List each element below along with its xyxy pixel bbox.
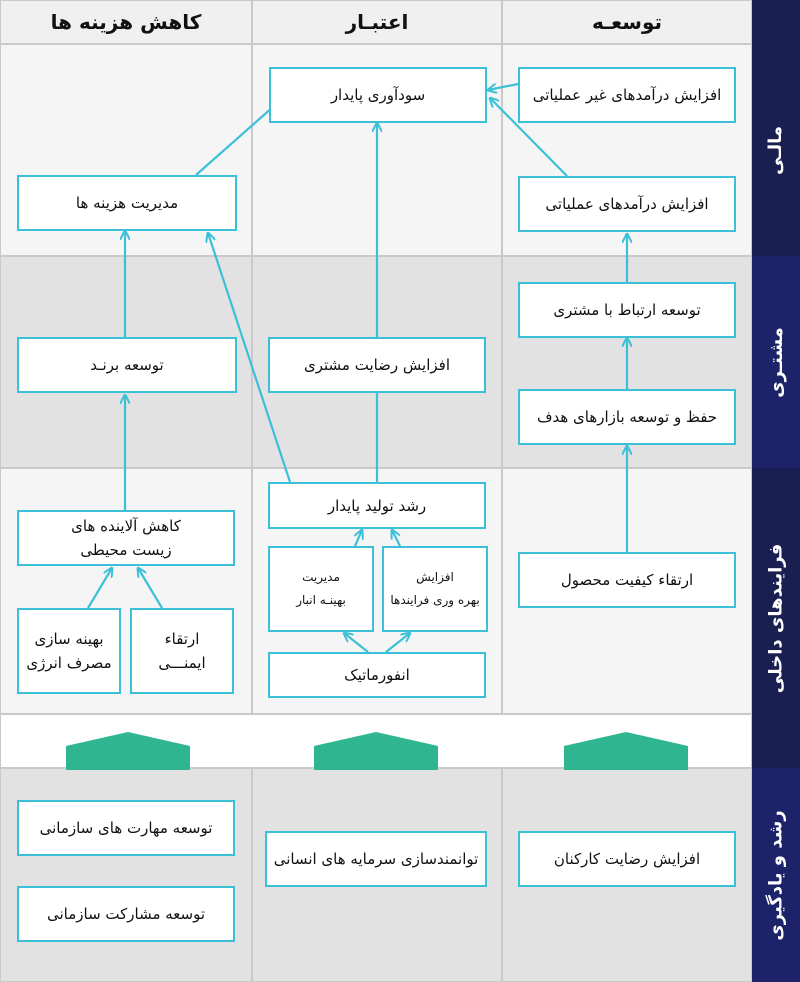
text-line: ارتقاء [164,630,200,648]
box-process-productivity: افزایش بهره وری فرایندها [382,546,488,632]
text-line: بهینـه انبار [296,593,346,607]
text-line: مدیریت [302,570,340,585]
box-organizational-participation: توسعه مشارکت سازمانی [17,886,235,942]
box-pollutant-reduction-text: کاهش آلاینده های زیست محیطی [71,514,181,562]
box-inventory-management-text: مدیریت بهینـه انبار [296,566,346,612]
house-roof-icon [564,732,688,770]
box-market-retention: حفظ و توسعه بازارهای هدف [518,389,736,445]
box-organizational-skills: توسعه مهارت های سازمانی [17,800,235,856]
box-process-productivity-text: افزایش بهره وری فرایندها [390,566,479,612]
row-label-learning: رشد و یادگیری [752,768,800,982]
box-energy-optimization-text: بهینه سازی مصرف انرژی [26,627,111,675]
row-label-learning-text: رشد و یادگیری [765,809,787,941]
box-inventory-management: مدیریت بهینـه انبار [268,546,374,632]
box-human-capital: توانمندسازی سرمایه های انسانی [265,831,487,887]
column-header-credit: اعتبـار [252,0,502,44]
column-header-growth: توسعـه [502,0,752,44]
text-line: مصرف انرژی [26,654,112,672]
column-header-cost: کاهش هزینه ها [0,0,252,44]
house-roof-icon [66,732,190,770]
box-non-operating-revenue: افزایش درآمدهای غیر عملیاتی [518,67,736,123]
text-line: زیست محیطی [80,541,172,559]
box-customer-relation: توسعه ارتباط با مشتری [518,282,736,338]
box-cost-management: مدیریت هزینه ها [17,175,237,231]
row-label-internal: فرایندهای داخلی [752,468,800,768]
box-informatics: انفورماتیک [268,652,486,698]
box-safety-improvement-text: ارتقاء ایمنـــی [158,627,205,675]
text-line: کاهش آلاینده های [71,517,181,535]
header-corner [752,0,800,44]
text-line: بهره وری فرایندها [390,593,480,607]
row-label-internal-text: فرایندهای داخلی [765,543,787,693]
box-sustainable-profit: سودآوری پایدار [269,67,487,123]
box-sustainable-growth: رشد تولید پایدار [268,482,486,529]
box-product-quality: ارتقاء کیفیت محصول [518,552,736,608]
row-label-financial: مالـی [752,44,800,256]
house-roof-icon [314,732,438,770]
box-pollutant-reduction: کاهش آلاینده های زیست محیطی [17,510,235,566]
box-operating-revenue: افزایش درآمدهای عملیاتی [518,176,736,232]
row-label-customer-text: مشتـری [765,326,787,398]
box-employee-satisfaction: افزایش رضایت کارکنان [518,831,736,887]
row-label-customer: مشتـری [752,256,800,468]
box-safety-improvement: ارتقاء ایمنـــی [130,608,234,694]
row-label-financial-text: مالـی [765,125,787,175]
box-energy-optimization: بهینه سازی مصرف انرژی [17,608,121,694]
text-line: ایمنـــی [158,654,206,672]
text-line: افزایش [416,570,454,585]
box-brand-development: توسعه برنـد [17,337,237,393]
text-line: بهینه سازی [34,630,104,648]
box-customer-satisfaction: افزایش رضایت مشتری [268,337,486,393]
